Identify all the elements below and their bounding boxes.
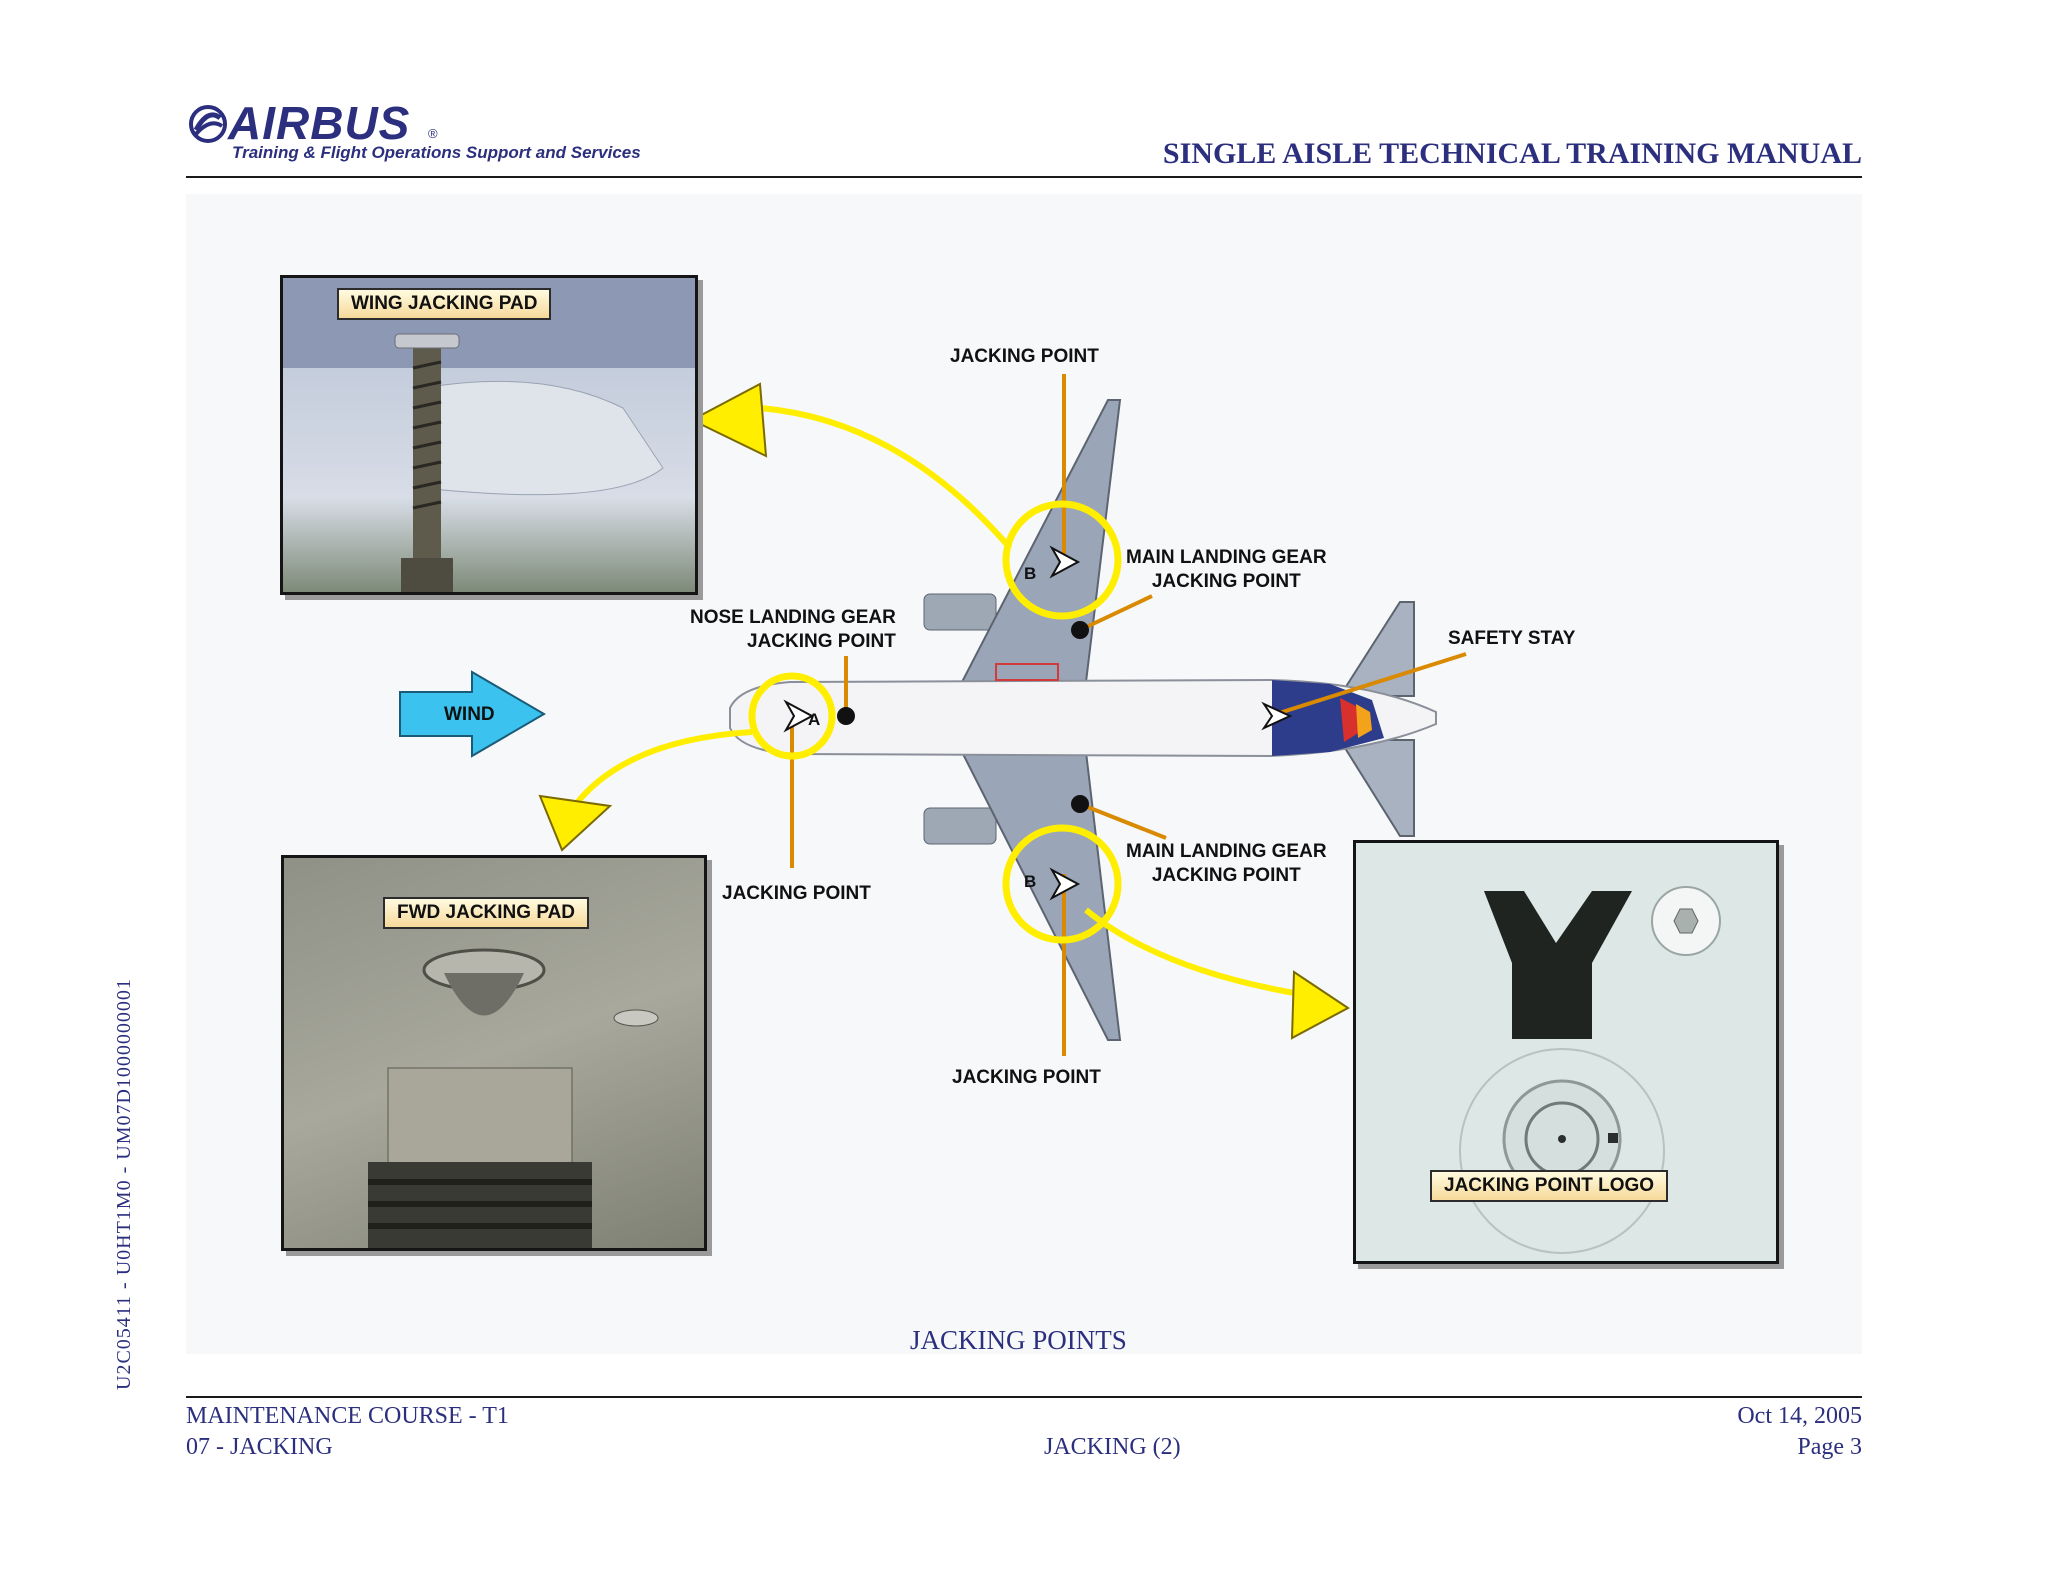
jacking-point-logo-label: JACKING POINT LOGO xyxy=(1430,1170,1669,1202)
header-rule xyxy=(186,176,1862,178)
lower-wing xyxy=(960,751,1122,1041)
arrow-to-logo xyxy=(1084,907,1301,997)
logo-tagline: Training & Flight Operations Support and… xyxy=(232,143,641,162)
footer-page: Page 3 xyxy=(1797,1434,1862,1460)
wind-label: WIND xyxy=(444,704,495,725)
main-gear-lower-line2: JACKING POINT xyxy=(1151,865,1301,886)
upper-wing xyxy=(960,399,1122,683)
footer-date: Oct 14, 2005 xyxy=(1737,1403,1862,1429)
upper-wing-marker-icon xyxy=(1049,545,1081,579)
side-reference: U2C05411 - U0HT1M0 - UM07D1000000001 xyxy=(113,978,135,1390)
wind-arrow-icon xyxy=(399,670,546,758)
wing-jacking-pad-photo xyxy=(280,275,698,595)
marker-b-lower: B xyxy=(1024,872,1037,891)
lower-wing-highlight-circle xyxy=(1002,824,1122,944)
fwd-jacking-pad-photo xyxy=(281,855,707,1251)
safety-stay-label: SAFETY STAY xyxy=(1448,628,1576,649)
left-engine xyxy=(923,593,997,631)
nose-marker-icon xyxy=(783,699,815,733)
upper-stabilizer xyxy=(1338,601,1415,697)
fwd-jacking-pad-label: FWD JACKING PAD xyxy=(383,897,590,929)
wing-jacking-pad-label: WING JACKING PAD xyxy=(337,288,552,320)
upper-main-gear-dot xyxy=(1071,621,1089,639)
arrow-to-fwd-pad xyxy=(567,729,753,814)
registered-mark: ® xyxy=(428,126,438,141)
main-gear-upper-line1: MAIN LANDING GEAR xyxy=(1126,547,1327,568)
upper-wing-highlight-circle xyxy=(1002,500,1122,620)
airbus-logo-text: AIRBUS xyxy=(228,97,411,149)
footer-rule xyxy=(186,1396,1862,1398)
fuselage-marking xyxy=(995,663,1059,681)
marker-b-upper: B xyxy=(1024,564,1037,583)
main-gear-upper-label: MAIN LANDING GEAR JACKING POINT xyxy=(1126,546,1327,594)
arrow-to-wing-pad-head xyxy=(689,382,768,458)
nose-gear-label-line1: NOSE LANDING GEAR xyxy=(690,607,896,628)
manual-title: SINGLE AISLE TECHNICAL TRAINING MANUAL xyxy=(1162,137,1862,170)
main-gear-lower-line1: MAIN LANDING GEAR xyxy=(1126,841,1327,862)
nose-gear-label-line2: JACKING POINT xyxy=(747,631,896,652)
tail-stripe-red xyxy=(1340,698,1360,742)
lower-wing-marker-icon xyxy=(1049,867,1081,901)
main-gear-lower-label: MAIN LANDING GEAR JACKING POINT xyxy=(1126,840,1327,888)
tail-livery xyxy=(1272,680,1384,756)
wing-pad-illustration xyxy=(283,278,695,592)
lower-stabilizer xyxy=(1338,739,1415,837)
nose-gear-label: NOSE LANDING GEAR JACKING POINT xyxy=(690,606,896,654)
fwd-pad-illustration xyxy=(368,948,659,1248)
airbus-logo-icon xyxy=(189,105,227,143)
lower-main-gear-dot xyxy=(1071,795,1089,813)
jacking-point-top-label: JACKING POINT xyxy=(950,346,1099,367)
nose-gear-dot xyxy=(837,707,855,725)
main-gear-upper-line2: JACKING POINT xyxy=(1151,571,1301,592)
tail-stripe-orange xyxy=(1356,704,1372,738)
jacking-point-bottom-label: JACKING POINT xyxy=(952,1067,1101,1088)
jacking-point-nose-label: JACKING POINT xyxy=(722,883,871,904)
nose-highlight-circle xyxy=(748,672,836,760)
marker-a: A xyxy=(808,710,821,729)
arrow-to-wing-pad xyxy=(759,405,1013,550)
logo-illustration xyxy=(1459,886,1721,1254)
arrow-to-logo-head xyxy=(1290,970,1350,1040)
arrow-to-fwd-pad-head xyxy=(538,794,613,852)
footer-course: MAINTENANCE COURSE - T1 xyxy=(186,1403,509,1429)
footer-section: JACKING (2) xyxy=(1044,1434,1181,1460)
right-engine xyxy=(923,807,997,845)
footer-chapter: 07 - JACKING xyxy=(186,1434,333,1460)
figure-caption: JACKING POINTS xyxy=(910,1325,1127,1355)
tail-marker-icon xyxy=(1261,701,1293,731)
